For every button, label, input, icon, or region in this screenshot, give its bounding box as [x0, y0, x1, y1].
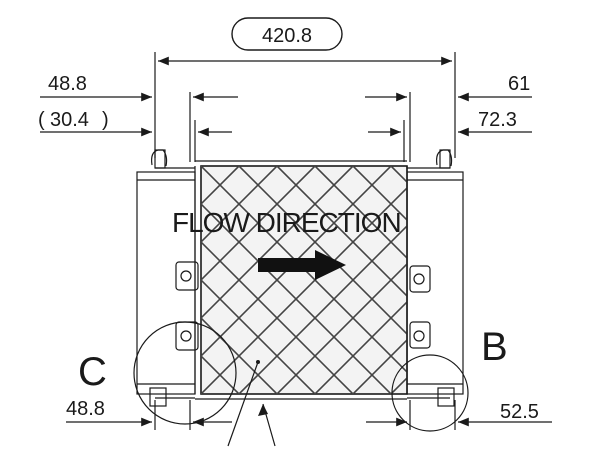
detail-c-circle — [133, 321, 237, 425]
flow-direction-label: FLOW DIRECTION — [172, 207, 401, 238]
overall-length-value: 420.8 — [262, 25, 312, 47]
detail-b-circle — [391, 354, 469, 432]
overall-dimension-box — [231, 17, 343, 51]
detail-circles — [133, 321, 469, 432]
mesh-wire — [314, 300, 407, 394]
right-lower-lug-hole — [413, 330, 425, 342]
right-upper-lug-hole — [413, 273, 425, 285]
mesh-wire — [429, 166, 600, 394]
left-paren-close: ) — [102, 109, 109, 131]
detail-b-label: B — [481, 325, 508, 369]
leader-line-mesh — [227, 361, 259, 447]
left-flange-outer-value: 48.8 — [48, 73, 87, 95]
mesh-wire — [238, 224, 407, 394]
bottom-dimensions — [66, 400, 552, 430]
left-top-bolt-head — [151, 149, 168, 167]
right-flange-dimensions — [365, 92, 532, 162]
left-flange-dimensions — [40, 92, 238, 162]
right-bottom-bolt — [437, 387, 455, 407]
mesh-wire — [0, 166, 11, 394]
mesh-body — [0, 160, 600, 400]
left-flange-inner-value: 30.4 — [50, 109, 89, 131]
mesh-wire — [276, 262, 407, 394]
left-upper-lug-hole — [180, 270, 192, 282]
left-cap-body — [136, 171, 196, 395]
mesh-wire — [201, 166, 316, 282]
right-lower-lug — [409, 321, 431, 349]
left-bottom-bolt — [149, 387, 167, 407]
mesh-wire — [0, 166, 87, 394]
mesh-wire — [543, 166, 600, 394]
right-top-bolt-head — [436, 149, 453, 167]
right-flange-outer-value: 61 — [508, 73, 530, 95]
mesh-wire — [0, 166, 49, 394]
mesh-wire — [201, 166, 278, 244]
mesh-wire — [201, 166, 392, 358]
mesh-body-frame — [200, 165, 408, 395]
right-flange-bottom-value: 52.5 — [500, 401, 539, 423]
right-top-bolt — [439, 149, 451, 169]
left-flange-bottom-value: 48.8 — [66, 398, 105, 420]
detail-c-label: C — [78, 350, 107, 394]
mesh-wire — [201, 166, 354, 320]
mesh-wire — [352, 338, 407, 394]
right-end-cap — [406, 149, 464, 407]
mesh-wire — [581, 166, 600, 394]
mesh-grid — [0, 166, 600, 394]
leader-dot — [256, 360, 260, 364]
right-arrow-icon — [258, 250, 346, 280]
left-end-cap — [136, 149, 199, 407]
overall-length-dimension — [154, 17, 456, 158]
left-lower-lug-hole — [180, 330, 192, 342]
left-upper-lug — [175, 261, 199, 291]
right-upper-lug — [409, 265, 431, 293]
left-paren-open: ( — [38, 109, 45, 131]
mesh-wire — [505, 166, 600, 394]
left-top-bolt — [154, 149, 166, 169]
right-flange-inner-value: 72.3 — [478, 109, 517, 131]
leader-arrowhead — [258, 404, 268, 416]
